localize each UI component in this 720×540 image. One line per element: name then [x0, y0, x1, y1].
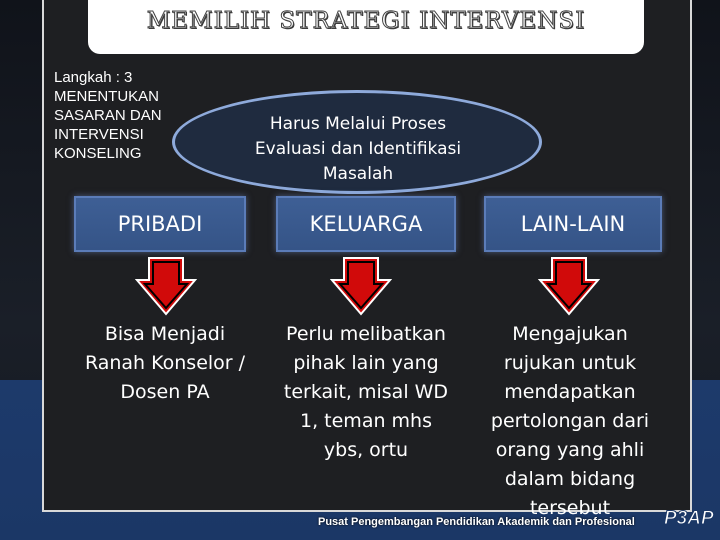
category-box-keluarga: KELUARGA: [276, 196, 456, 252]
description-line: mendapatkan: [504, 381, 636, 403]
description-line: Perlu melibatkan: [286, 323, 446, 345]
title-tab: [88, 0, 644, 54]
step-line: Langkah : 3: [54, 69, 133, 86]
content-frame: [42, 0, 692, 512]
down-arrow-icon: [135, 257, 197, 316]
oval-line: Harus Melalui Proses: [269, 114, 447, 134]
description-line: Mengajukan: [512, 323, 628, 345]
process-oval-text: Harus Melalui Proses Evaluasi dan Identi…: [230, 112, 486, 187]
description-line: orang yang ahli: [495, 439, 645, 461]
footer-institution: Pusat Pengembangan Pendidikan Akademik d…: [318, 516, 635, 528]
slide-title: MEMILIH STRATEGI INTERVENSI: [146, 8, 586, 35]
description-line: tersebut: [529, 497, 611, 519]
category-box-lain-lain: LAIN-LAIN: [484, 196, 662, 252]
oval-line: Evaluasi dan Identifikasi: [254, 139, 462, 159]
step-line: SASARAN DAN: [54, 107, 162, 124]
step-line: KONSELING: [54, 145, 142, 162]
process-oval: [172, 90, 542, 194]
down-arrow-icon: [330, 257, 392, 316]
description-line: Ranah Konselor /: [84, 352, 246, 374]
description-keluarga: Perlu melibatkan pihak lain yang terkait…: [266, 320, 466, 465]
description-line: Bisa Menjadi: [104, 323, 226, 345]
description-line: ybs, ortu: [323, 439, 409, 461]
description-line: rujukan untuk: [503, 352, 637, 374]
p3ap-logo: P3AP: [664, 508, 715, 530]
step-line: MENENTUKAN: [54, 88, 160, 105]
down-arrow-icon: [538, 257, 600, 316]
description-line: terkait, misal WD: [283, 381, 449, 403]
category-box-pribadi: PRIBADI: [74, 196, 246, 252]
description-line: pihak lain yang: [293, 352, 439, 374]
step-line: INTERVENSI: [54, 126, 144, 143]
description-lain-lain: Mengajukan rujukan untuk mendapatkan per…: [470, 320, 670, 523]
description-line: 1, teman mhs: [300, 410, 432, 432]
description-line: Dosen PA: [120, 381, 210, 403]
description-line: dalam bidang: [504, 468, 636, 490]
description-line: pertolongan dari: [490, 410, 650, 432]
description-pribadi: Bisa Menjadi Ranah Konselor / Dosen PA: [58, 320, 272, 407]
oval-line: Masalah: [322, 164, 394, 184]
step-label: Langkah : 3 MENENTUKAN SASARAN DAN INTER…: [54, 68, 204, 163]
